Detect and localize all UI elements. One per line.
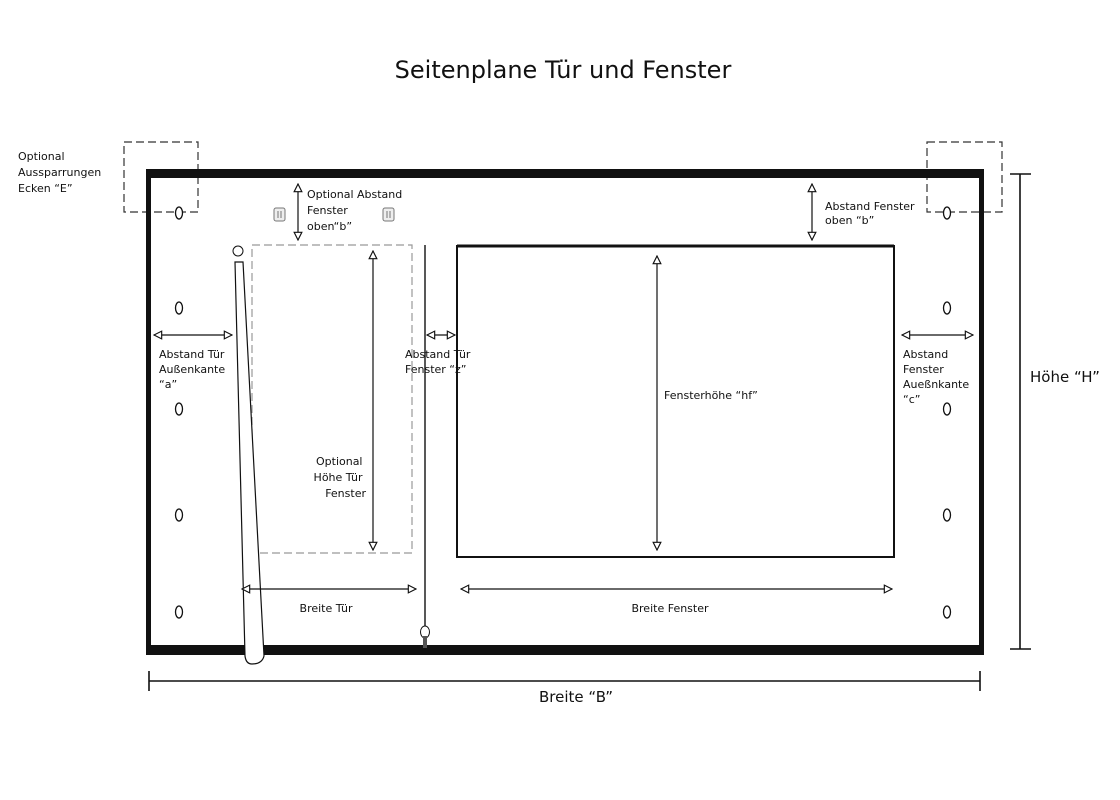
door-window-distance-label: Abstand Tür Fenster “z” <box>405 348 474 376</box>
eyelets <box>174 206 952 619</box>
total-width-label: Breite “B” <box>539 688 613 706</box>
fastener-icon <box>273 207 395 222</box>
dimension-arrows <box>154 184 973 589</box>
door-edge-distance-label: Abstand Tür Außenkante “a” <box>159 348 229 391</box>
window-outline <box>456 244 895 558</box>
diagram-title: Seitenplane Tür und Fenster <box>395 56 732 84</box>
optional-top-distance-label: Optional Abstand Fenster oben“b” <box>307 188 406 233</box>
door-height-label: Optional Höhe Tür Fenster <box>314 455 367 500</box>
side-panel-frame <box>146 169 984 655</box>
window-top-distance-label: Abstand Fenster oben “b” <box>825 200 918 227</box>
total-height-label: Höhe “H” <box>1030 368 1100 386</box>
corner-cutout-label: Optional Aussparrungen Ecken “E” <box>18 150 105 195</box>
window-height-label: Fensterhöhe “hf” <box>664 389 758 402</box>
zipper-pull-icon <box>232 245 244 257</box>
overall-dimension-lines <box>148 173 1031 691</box>
door-width-label: Breite Tür <box>300 602 353 615</box>
door-outline <box>251 244 413 554</box>
zipper-pull-icon <box>420 625 430 648</box>
window-width-label: Breite Fenster <box>631 602 709 615</box>
door-flap <box>234 261 265 665</box>
window-edge-distance-label: Abstand Fenster Aueßnkante “c” <box>903 348 973 406</box>
